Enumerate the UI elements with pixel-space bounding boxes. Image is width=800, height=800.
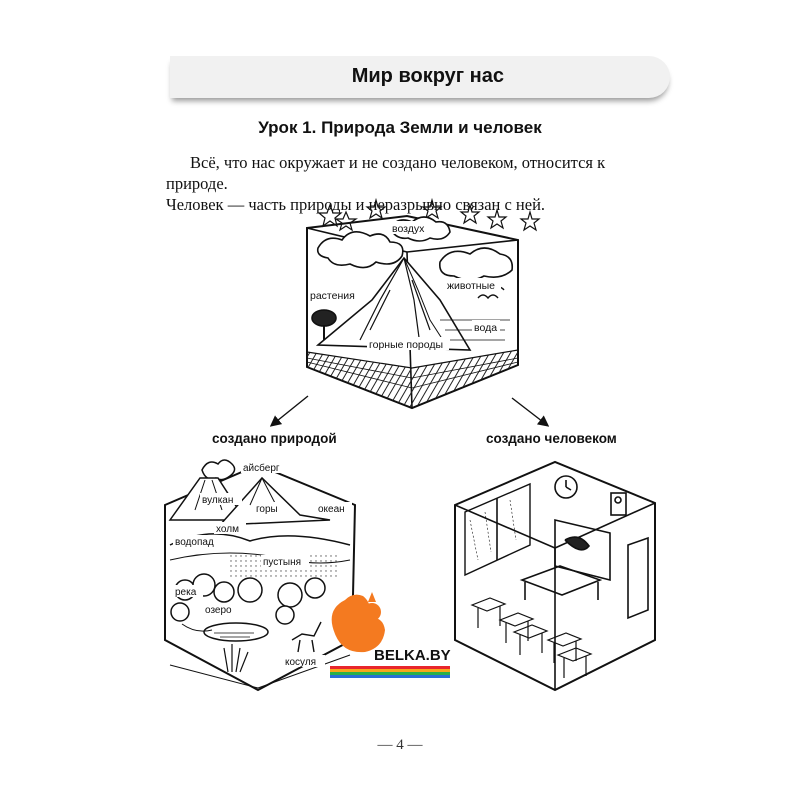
arrow-to-natural xyxy=(269,395,309,427)
caption-created-by-nature: создано природой xyxy=(212,431,337,446)
label-roe-deer: косуля xyxy=(285,657,316,668)
watermark-text: BELKA.BY xyxy=(374,647,451,664)
label-desert: пустыня xyxy=(263,557,301,568)
stars xyxy=(317,197,541,232)
label-water: вода xyxy=(474,322,497,334)
label-ocean: океан xyxy=(318,504,345,515)
caption-created-by-human: создано человеком xyxy=(486,431,617,446)
label-volcano: вулкан xyxy=(202,495,233,506)
label-mountains: горы xyxy=(256,504,278,515)
label-animals: животные xyxy=(447,280,495,292)
page-number: — 4 — xyxy=(377,737,423,753)
section-header: Мир вокруг нас xyxy=(170,56,670,98)
label-air: воздух xyxy=(392,223,425,235)
label-iceberg: айсберг xyxy=(243,462,280,474)
belka-watermark: BELKA.BY xyxy=(330,592,451,678)
label-waterfall: водопад xyxy=(175,537,214,548)
lesson-title: Урок 1. Природа Земли и человек xyxy=(258,118,542,137)
intro-paragraph: Всё, что нас окружает и не создано челов… xyxy=(166,152,666,215)
label-lake: озеро xyxy=(205,605,232,616)
label-river: река xyxy=(175,587,197,598)
nature-landscape-cube xyxy=(164,459,357,692)
top-cube-labels: воздух растения животные вода горные пор… xyxy=(308,221,501,351)
section-title: Мир вокруг нас xyxy=(351,65,504,87)
earth-cube-diagram xyxy=(306,197,541,410)
label-plants: растения xyxy=(310,290,355,302)
intro-line-1: Всё, что нас окружает и не создано челов… xyxy=(166,153,606,193)
classroom-cube xyxy=(454,460,656,692)
nature-cube-labels: айсберг вулкан горы океан холм водопад п… xyxy=(173,461,352,668)
intro-line-2: Человек — часть природы и неразрывно свя… xyxy=(166,195,546,214)
label-hill: холм xyxy=(216,524,239,535)
arrow-to-manmade xyxy=(511,397,550,427)
label-rocks: горные породы xyxy=(369,339,443,351)
